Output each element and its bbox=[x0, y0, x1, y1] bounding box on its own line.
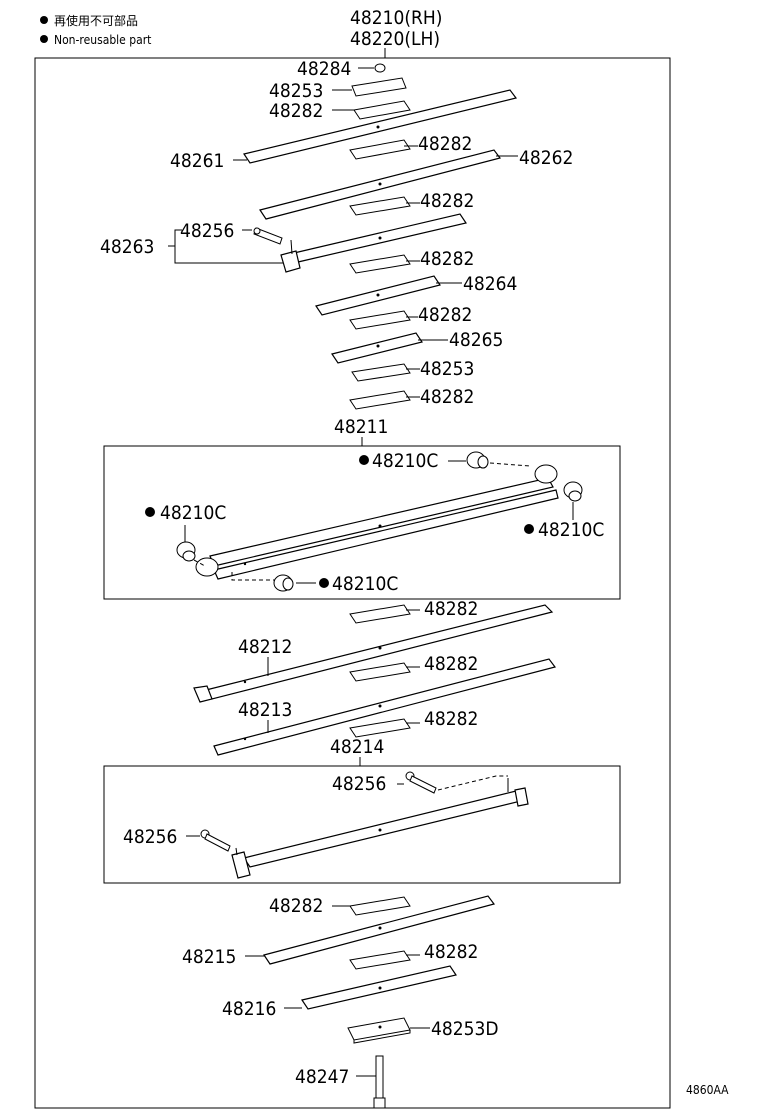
part-48282-10[interactable]: 48282 bbox=[269, 895, 411, 917]
part-48264-leaf[interactable]: 48264 bbox=[315, 273, 517, 316]
diagram-code: 4860AA bbox=[686, 1083, 729, 1097]
part-48282-9[interactable]: 48282 bbox=[349, 708, 478, 738]
svg-text:48262: 48262 bbox=[519, 147, 573, 169]
svg-text:48216: 48216 bbox=[222, 998, 276, 1020]
part-48282-2[interactable]: 48282 bbox=[349, 133, 472, 160]
svg-text:48213: 48213 bbox=[238, 699, 292, 721]
svg-text:48210C: 48210C bbox=[538, 519, 604, 541]
part-48213-leaf[interactable]: 48213 bbox=[213, 658, 557, 756]
svg-text:48253: 48253 bbox=[269, 80, 323, 102]
part-48282-4[interactable]: 48282 bbox=[349, 248, 474, 274]
part-48282-3[interactable]: 48282 bbox=[349, 190, 474, 216]
legend-japanese: 再使用不可部品 bbox=[54, 13, 138, 28]
svg-text:48282: 48282 bbox=[269, 895, 323, 917]
svg-text:48210C: 48210C bbox=[372, 450, 438, 472]
legend: 再使用不可部品 Non-reusable part bbox=[40, 13, 151, 47]
svg-text:48282: 48282 bbox=[424, 941, 478, 963]
svg-text:48256: 48256 bbox=[123, 826, 177, 848]
svg-text:48247: 48247 bbox=[295, 1066, 349, 1088]
svg-text:48210C: 48210C bbox=[160, 502, 226, 524]
svg-text:48282: 48282 bbox=[420, 386, 474, 408]
svg-text:48282: 48282 bbox=[418, 133, 472, 155]
assembly-48214-frame bbox=[103, 765, 621, 884]
part-48211-main-leaf[interactable] bbox=[195, 464, 559, 580]
part-48256-bolt-b[interactable]: 48256 bbox=[123, 826, 231, 852]
svg-text:48282: 48282 bbox=[420, 248, 474, 270]
svg-text:48261: 48261 bbox=[170, 150, 224, 172]
part-48212-leaf[interactable]: 48212 bbox=[193, 604, 554, 703]
part-48282-11[interactable]: 48282 bbox=[349, 941, 478, 970]
part-48282-7[interactable]: 48282 bbox=[349, 598, 478, 624]
part-48256-bolt-a[interactable]: 48256 bbox=[332, 771, 508, 795]
part-48282-5[interactable]: 48282 bbox=[349, 304, 472, 330]
part-48265-leaf[interactable]: 48265 bbox=[331, 329, 503, 364]
part-48211-label: 48211 bbox=[334, 416, 388, 438]
svg-text:48284: 48284 bbox=[297, 58, 351, 80]
part-48215-leaf[interactable]: 48215 bbox=[182, 895, 496, 968]
svg-text:48253: 48253 bbox=[420, 358, 474, 380]
part-48256-top-bolt[interactable]: 48256 bbox=[180, 220, 283, 245]
assembly-frame bbox=[34, 57, 671, 1109]
svg-text:48215: 48215 bbox=[182, 946, 236, 968]
part-48247-center-bolt[interactable]: 48247 bbox=[295, 1055, 386, 1109]
svg-text:48282: 48282 bbox=[424, 708, 478, 730]
svg-text:48263: 48263 bbox=[100, 236, 154, 258]
part-48262-leaf[interactable]: 48262 bbox=[259, 147, 573, 220]
svg-text:48282: 48282 bbox=[420, 190, 474, 212]
part-48253-top[interactable]: 48253 bbox=[269, 77, 407, 102]
legend-english: Non-reusable part bbox=[54, 33, 151, 47]
part-48253-mid[interactable]: 48253 bbox=[351, 358, 474, 382]
svg-text:48282: 48282 bbox=[424, 653, 478, 675]
svg-text:48256: 48256 bbox=[332, 773, 386, 795]
part-48210C-bushing-left[interactable]: 48210C bbox=[145, 502, 226, 567]
part-48282-1[interactable]: 48282 bbox=[269, 100, 411, 122]
assembly-number-lh: 48220(LH) bbox=[350, 28, 440, 50]
part-48210C-bushing-top-right[interactable]: 48210C bbox=[359, 450, 531, 472]
svg-text:48264: 48264 bbox=[463, 273, 517, 295]
svg-text:48282: 48282 bbox=[424, 598, 478, 620]
part-48253D-block[interactable]: 48253D bbox=[347, 1017, 499, 1044]
part-48263-leaf[interactable]: 48263 bbox=[100, 213, 467, 273]
non-reusable-bullet-icon bbox=[40, 35, 48, 43]
svg-text:48282: 48282 bbox=[269, 100, 323, 122]
part-48214-leaf[interactable] bbox=[231, 778, 529, 879]
part-48284[interactable]: 48284 bbox=[297, 58, 386, 80]
part-48210C-bushing-right[interactable]: 48210C bbox=[524, 481, 604, 541]
svg-text:48212: 48212 bbox=[238, 636, 292, 658]
part-48282-6[interactable]: 48282 bbox=[349, 386, 474, 410]
svg-text:48210C: 48210C bbox=[332, 573, 398, 595]
svg-text:48282: 48282 bbox=[418, 304, 472, 326]
part-48282-8[interactable]: 48282 bbox=[349, 653, 478, 682]
part-48210C-bushing-bottom[interactable]: 48210C bbox=[231, 572, 398, 595]
assembly-48211-frame bbox=[103, 445, 621, 600]
part-48261-leaf[interactable]: 48261 bbox=[170, 89, 518, 172]
svg-text:48253D: 48253D bbox=[431, 1018, 499, 1040]
part-48216-leaf[interactable]: 48216 bbox=[222, 965, 457, 1020]
svg-text:48256: 48256 bbox=[180, 220, 234, 242]
assembly-number-rh: 48210(RH) bbox=[350, 7, 442, 29]
part-48214-label: 48214 bbox=[330, 736, 384, 758]
non-reusable-bullet-icon bbox=[40, 16, 48, 24]
svg-text:48265: 48265 bbox=[449, 329, 503, 351]
